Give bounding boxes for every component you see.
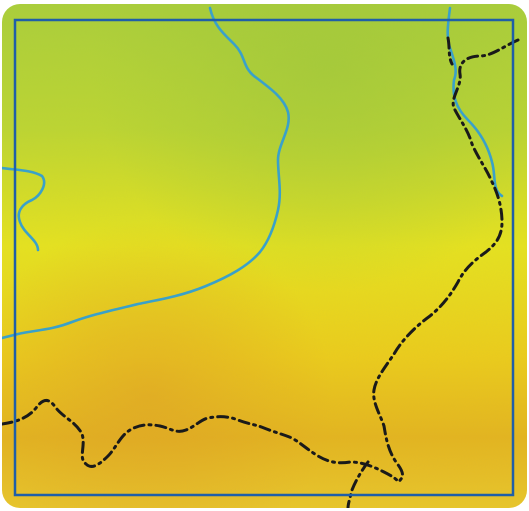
map-canvas	[2, 4, 527, 508]
map-frame	[13, 18, 515, 497]
border-south	[2, 399, 400, 484]
border-southeast-spur	[346, 460, 370, 508]
map-card	[2, 4, 527, 508]
border-northeast-stub	[446, 36, 454, 66]
border-layer	[2, 36, 520, 508]
river-west	[2, 166, 46, 252]
river-main	[2, 6, 291, 340]
terrain-texture	[2, 4, 527, 508]
border-east	[372, 38, 520, 484]
